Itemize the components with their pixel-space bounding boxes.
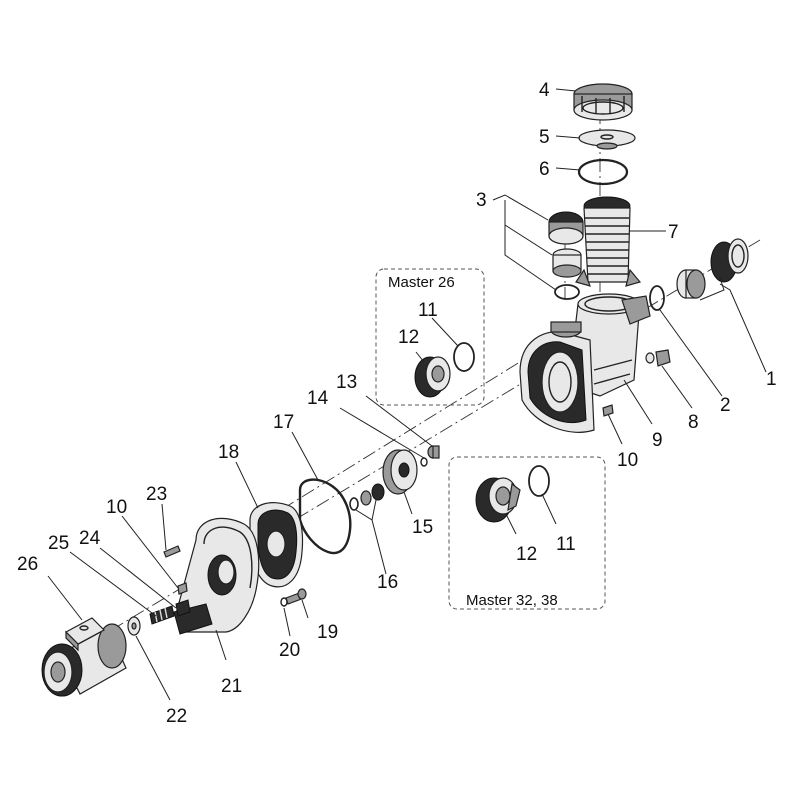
callout-18: 18 (218, 442, 239, 463)
part-12-diffuser-master-32-38 (475, 477, 521, 523)
callout-10: 10 (617, 450, 638, 471)
callout-6: 6 (539, 159, 550, 180)
callout-16: 16 (377, 572, 398, 593)
callout-12: 12 (516, 544, 537, 565)
part-1-union (676, 238, 749, 299)
part-2-o-ring (649, 285, 665, 311)
callout-10: 10 (106, 497, 127, 518)
callout-4: 4 (539, 80, 550, 101)
part-12-diffuser-master-26 (414, 356, 451, 398)
callout-15: 15 (412, 517, 433, 538)
callout-5: 5 (539, 127, 550, 148)
leader-lines (47, 88, 767, 701)
variant-box-master-26: Master 26 (375, 268, 485, 406)
part-14-washer (420, 457, 428, 467)
part-13-nut (427, 445, 440, 459)
part-10-plug-left (177, 582, 188, 595)
part-22-washer (127, 616, 141, 636)
callout-1: 1 (766, 369, 777, 390)
part-8-drain-plug (645, 349, 671, 367)
part-15-impeller (382, 449, 418, 495)
part-11-o-ring-master-32-38 (528, 465, 550, 497)
callout-3: 3 (476, 190, 487, 211)
part-3-union-set (548, 211, 584, 300)
center-axes (69, 110, 761, 656)
part-9-pump-housing (519, 293, 651, 433)
callout-11: 11 (418, 300, 438, 321)
callout-13: 13 (336, 372, 357, 393)
variant-box-label: Master 32, 38 (466, 592, 558, 609)
callout-9: 9 (652, 430, 663, 451)
callout-11: 11 (556, 534, 576, 555)
callout-25: 25 (48, 533, 69, 554)
variant-box-label: Master 26 (388, 274, 455, 291)
part-5-lid (578, 129, 636, 150)
variant-box-master-32-38: Master 32, 38 (448, 456, 606, 610)
part-4-lid-ring (573, 83, 633, 121)
part-7-basket (575, 196, 642, 287)
callout-7: 7 (668, 222, 679, 243)
part-11-o-ring-master-26 (453, 342, 475, 372)
callout-19: 19 (317, 622, 338, 643)
callout-8: 8 (688, 412, 699, 433)
callout-14: 14 (307, 388, 329, 409)
part-20-washer (280, 597, 288, 607)
callout-2: 2 (720, 395, 731, 416)
callout-labels: 1 2 3 4 5 6 7 8 9 10 10 11 11 12 12 13 1… (17, 80, 777, 727)
part-16-mechanical-seal (349, 483, 385, 511)
callout-21: 21 (221, 676, 242, 697)
part-19-bolt (285, 588, 307, 605)
callout-17: 17 (273, 412, 294, 433)
part-26-motor (41, 617, 127, 697)
part-23-screw (163, 545, 181, 558)
callout-20: 20 (279, 640, 300, 661)
part-21-motor-bracket (173, 517, 260, 635)
part-24-foot-spacer (175, 599, 191, 617)
callout-23: 23 (146, 484, 167, 505)
part-25-spring (149, 605, 175, 625)
part-17-gasket (298, 478, 352, 555)
callout-12: 12 (398, 327, 419, 348)
part-6-o-ring (577, 158, 629, 186)
callout-26: 26 (17, 554, 38, 575)
callout-24: 24 (79, 528, 101, 549)
callout-22: 22 (166, 706, 187, 727)
part-18-seal-plate (249, 502, 304, 588)
part-10-plug (602, 404, 614, 417)
